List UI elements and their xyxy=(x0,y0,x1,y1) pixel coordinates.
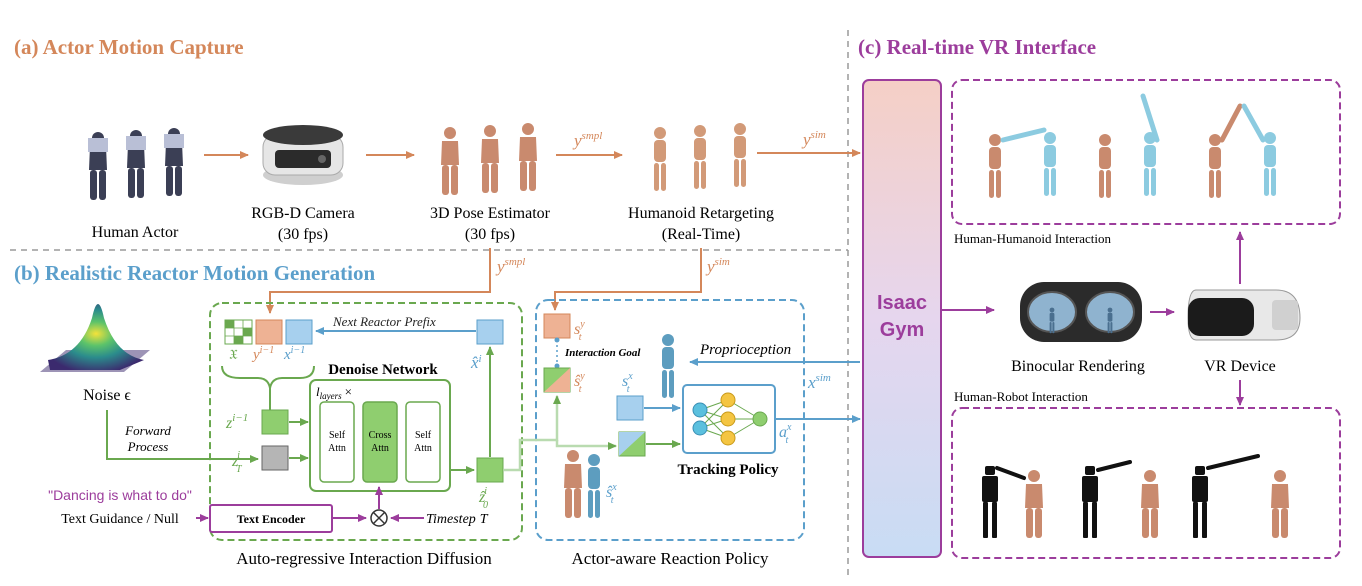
z-prev-label: zi−1 xyxy=(225,412,248,432)
mlp-network-icon xyxy=(692,392,768,446)
cross-attn-line2: Attn xyxy=(371,443,389,454)
robot-icon xyxy=(982,454,1289,538)
prefix-brace xyxy=(221,365,315,389)
hh-interaction-figures xyxy=(989,93,1276,198)
cross-attn-line1: Cross xyxy=(369,430,392,441)
pose-mesh-icon xyxy=(441,123,537,195)
vr-headset-icon xyxy=(1187,289,1301,341)
s-y-token xyxy=(543,313,571,339)
interaction-goal-label: Interaction Goal xyxy=(564,347,641,359)
retargeting-rt-label: (Real-Time) xyxy=(662,226,741,243)
s-x-token xyxy=(616,395,644,421)
isaac-label-line2: Gym xyxy=(880,319,924,341)
self-attn-1-line1: Self xyxy=(329,430,346,441)
pose-fps-label: (30 fps) xyxy=(465,226,515,243)
proprioception-label: Proprioception xyxy=(699,342,791,358)
denoise-network-title: Denoise Network xyxy=(328,362,438,378)
self-attn-2-line1: Self xyxy=(415,430,432,441)
x-prev-token xyxy=(285,319,313,345)
isaac-label-line1: Isaac xyxy=(877,292,927,314)
self-attn-1-line2: Attn xyxy=(328,443,346,454)
noise-surface-icon xyxy=(40,304,150,372)
human-actor-icon xyxy=(88,128,184,200)
diffusion-block xyxy=(209,302,523,541)
forward-process-line2: Process xyxy=(127,439,169,454)
x-hat-token xyxy=(476,319,504,345)
text-guidance-label: Text Guidance / Null xyxy=(61,512,179,527)
humanoid-reactor-icon xyxy=(662,334,674,398)
hh-interaction-label: Human-Humanoid Interaction xyxy=(954,231,1112,246)
camera-fps-label: (30 fps) xyxy=(278,226,328,243)
text-prompt-quote: "Dancing is what to do" xyxy=(48,487,192,503)
y-sim-feed-label: ysim xyxy=(705,256,730,276)
prefix-grid-icon xyxy=(224,319,253,345)
vr-device-label: VR Device xyxy=(1204,358,1276,375)
policy-caption: Actor-aware Reaction Policy xyxy=(572,549,769,568)
human-actor-label: Human Actor xyxy=(92,224,179,241)
text-encoder-label: Text Encoder xyxy=(237,512,306,526)
y-sim-top-label: ysim xyxy=(801,129,826,149)
rgbd-camera-icon xyxy=(262,125,344,185)
s-hat-y-token xyxy=(543,367,571,393)
binocular-headset-icon xyxy=(1020,282,1142,342)
camera-name-label: RGB-D Camera xyxy=(251,205,355,222)
y-prev-label: yi−1 xyxy=(251,345,274,363)
z0-token xyxy=(476,457,504,483)
diffusion-caption: Auto-regressive Interaction Diffusion xyxy=(236,549,492,568)
humanoid-icon xyxy=(654,123,746,191)
y-smpl-feed-label: ysmpl xyxy=(495,256,525,276)
frak-x-label: 𝔛 xyxy=(229,348,238,363)
z-prev-token xyxy=(261,409,289,435)
actor-reactor-pair-icon xyxy=(564,450,600,518)
hh-interaction-panel xyxy=(951,79,1341,225)
hr-interaction-label: Human-Robot Interaction xyxy=(954,389,1088,404)
forward-process-line1: Forward xyxy=(124,423,171,438)
policy-block xyxy=(535,299,805,541)
self-attn-block-2 xyxy=(405,401,441,483)
x-sim-label: xsim xyxy=(807,372,831,392)
pose-estimator-label: 3D Pose Estimator xyxy=(430,205,551,222)
next-reactor-prefix-label: Next Reactor Prefix xyxy=(332,314,436,329)
isaac-gym-panel xyxy=(862,79,942,558)
mix-token xyxy=(618,431,646,457)
retargeting-label: Humanoid Retargeting xyxy=(628,205,774,222)
layers-label: llayers× xyxy=(316,384,352,401)
x-prev-label: xi−1 xyxy=(283,345,305,363)
cross-attn-block xyxy=(362,401,398,483)
y-prev-token xyxy=(255,319,283,345)
binocular-label: Binocular Rendering xyxy=(1011,358,1145,375)
section-a-title: (a) Actor Motion Capture xyxy=(14,35,244,59)
section-b-title: (b) Realistic Reactor Motion Generation xyxy=(14,261,376,285)
multiply-circle-icon xyxy=(370,509,388,527)
x-hat-label: x̂i xyxy=(470,353,482,372)
tracking-policy-label: Tracking Policy xyxy=(678,462,779,478)
z-T-token xyxy=(261,445,289,471)
self-attn-block-1 xyxy=(319,401,355,483)
section-c-title: (c) Real-time VR Interface xyxy=(858,35,1096,59)
y-smpl-top-label: ysmpl xyxy=(572,130,602,150)
self-attn-2-line2: Attn xyxy=(414,443,432,454)
text-encoder-box xyxy=(209,504,333,533)
noise-label: Noise ϵ xyxy=(83,387,131,404)
